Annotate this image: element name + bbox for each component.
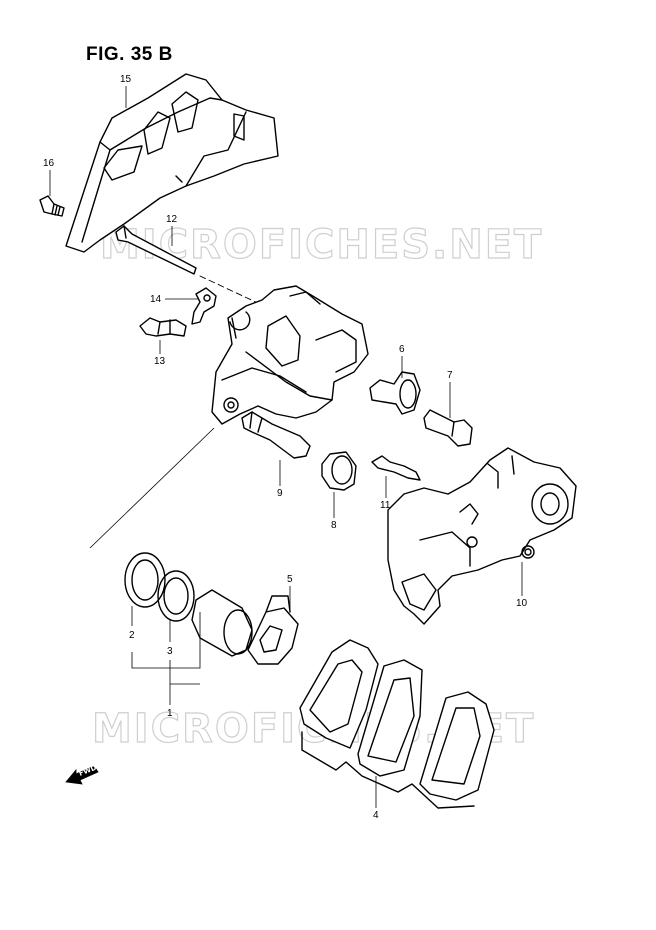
caliper-bracket-part [387,447,577,625]
callout-5: 5 [287,574,293,585]
caliper-body-part [211,285,369,425]
callout-6: 6 [399,344,405,355]
leader-lines [49,86,523,808]
callout-4: 4 [373,810,379,821]
callout-9: 9 [277,488,283,499]
callout-7: 7 [447,370,453,381]
pad-spring-part [371,455,421,481]
callout-11: 11 [380,500,391,511]
piston-seal-part [124,552,166,608]
slide-pin-part [241,411,311,459]
bleeder-valve-part [139,317,187,337]
callout-16: 16 [43,158,55,169]
cover-bolt-part [39,195,65,217]
callout-13: 13 [154,356,166,367]
forward-arrow-icon: FWD [65,764,99,785]
dust-boot-part [321,451,357,491]
callout-12: 12 [166,214,178,225]
brake-pads-part [299,639,495,809]
pin-clip-part [191,287,217,325]
caliper-cover-part [65,73,279,253]
callout-3: 3 [167,646,173,657]
shim-part [247,595,299,665]
callout-15: 15 [120,74,132,85]
slide-boot-part [369,371,421,415]
callout-2: 2 [129,630,135,641]
figure-title: FIG. 35 B [86,44,173,65]
callout-14: 14 [150,294,162,305]
piston-part [191,589,253,657]
pin-guide-line [199,275,261,305]
callout-10: 10 [516,598,528,609]
callout-labels: 15 16 12 14 13 6 7 9 8 11 10 5 2 3 1 4 [43,74,528,821]
callout-8: 8 [331,520,337,531]
dust-seal-part [157,570,195,622]
slide-pin-bolt-part [423,409,473,447]
pad-pin-part [115,225,197,275]
callout-1: 1 [167,708,173,719]
